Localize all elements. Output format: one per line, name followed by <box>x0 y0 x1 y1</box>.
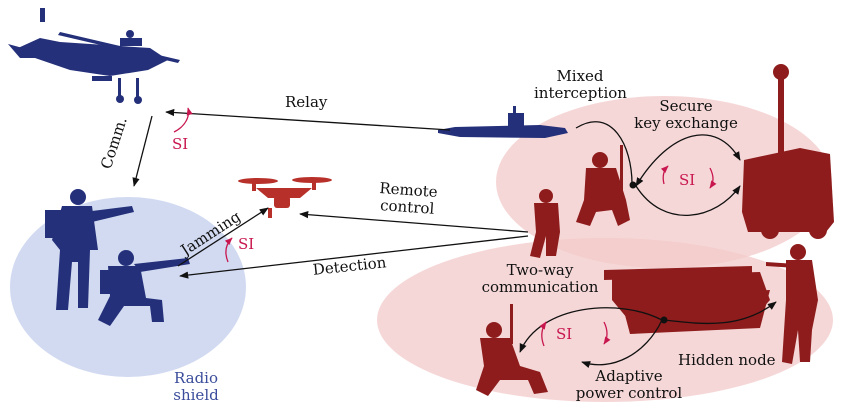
mixed-interception-line1: Mixed <box>556 67 604 85</box>
comm-arrow <box>132 115 153 187</box>
two-way-comm-curve <box>519 307 663 353</box>
relay-label: Relay <box>285 93 328 111</box>
secure-key-exchange-label: Secure key exchange <box>624 98 748 132</box>
si-label-key-exchange: SI <box>679 171 696 189</box>
radio-shield-line2: shield <box>173 386 219 404</box>
two-way-communication-label: Two-way communication <box>472 262 608 296</box>
si-arrow-key-a <box>660 165 669 185</box>
remote-control-label: Remote control <box>378 179 438 218</box>
si-arrow-helicopter <box>173 107 193 133</box>
key-exchange-curve-bottom <box>635 185 741 217</box>
military-truck-icon <box>742 64 834 239</box>
adaptive-power-line1: Adaptive <box>595 367 663 385</box>
relay-arrow <box>165 108 451 131</box>
si-arrow-key-b <box>709 167 717 189</box>
si-label-two-way: SI <box>556 325 573 343</box>
adaptive-power-control-label: Adaptive power control <box>560 368 698 402</box>
secure-key-exchange-line2: key exchange <box>634 114 738 132</box>
hidden-node-label: Hidden node <box>678 351 776 369</box>
key-exchange-curve-top <box>635 134 741 187</box>
mixed-interception-label: Mixed interception <box>534 67 627 102</box>
two-way-line1: Two-way <box>506 261 574 279</box>
submarine-icon <box>438 106 568 138</box>
drone-icon <box>238 177 332 218</box>
radio-shield-line1: Radio <box>173 369 218 387</box>
si-label-helicopter: SI <box>172 135 189 153</box>
tank-icon <box>604 266 770 334</box>
hidden-node-dot <box>660 316 668 324</box>
soldier-standing-icon <box>766 244 818 364</box>
soldier-standing-icon <box>530 189 560 258</box>
secure-key-exchange-line1: Secure <box>659 97 713 115</box>
two-way-line2: communication <box>481 278 599 296</box>
jamming-arrow <box>177 207 269 267</box>
mixed-interception-curve <box>575 121 633 185</box>
mixed-interception-line2: interception <box>534 84 627 102</box>
si-label-jamming: SI <box>238 235 255 253</box>
hidden-node-curve <box>663 301 777 325</box>
soldier-standing-icon <box>45 189 134 310</box>
si-arrow-jamming-a <box>224 237 233 263</box>
adaptive-power-curve <box>581 319 663 369</box>
remote-control-arrow <box>299 211 529 233</box>
radio-shield-label: Radio shield <box>156 370 236 404</box>
interception-node <box>629 181 637 189</box>
adaptive-power-line2: power control <box>575 384 683 402</box>
helicopter-icon <box>8 8 180 104</box>
si-arrow-two-way-b <box>603 321 611 345</box>
soldier-kneeling-icon <box>576 145 630 226</box>
soldier-kneeling-icon <box>98 250 190 326</box>
detection-arrow <box>179 235 529 279</box>
soldier-kneeling-icon <box>476 304 548 396</box>
si-arrow-two-way-a <box>539 321 547 347</box>
